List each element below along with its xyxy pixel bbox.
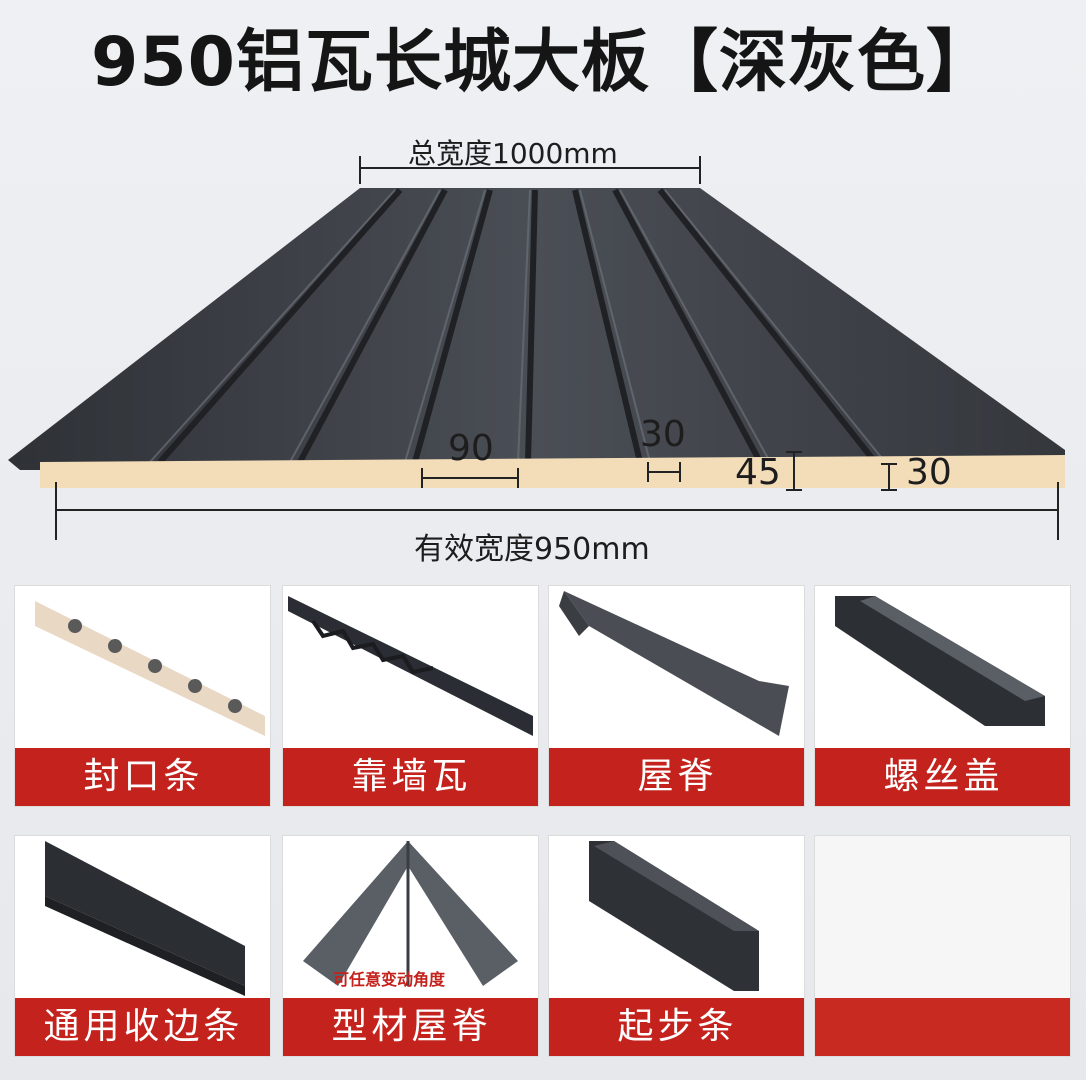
angle-note: 可任意变动角度 (333, 970, 446, 989)
accessory-card-profile-ridge: 可任意变动角度 型材屋脊 (282, 835, 539, 1057)
accessory-card-edge-trim: 通用收边条 (14, 835, 271, 1057)
accessory-card-wall-flashing: 靠墙瓦 (282, 585, 539, 807)
screw-cap-icon (835, 596, 1045, 726)
edge-trim-icon (45, 841, 245, 996)
accessory-card-empty (814, 835, 1071, 1057)
accessory-card-screw-cap: 螺丝盖 (814, 585, 1071, 807)
height-30-label: 30 (906, 452, 952, 493)
accessory-label: 靠墙瓦 (283, 748, 538, 806)
rib-spacing-label: 90 (448, 428, 494, 469)
page-title: 950铝瓦长城大板【深灰色】 (91, 23, 995, 102)
accessory-label: 通用收边条 (15, 998, 270, 1056)
roof-panel-illustration (8, 156, 1065, 540)
height-45-label: 45 (735, 452, 781, 493)
closure-strip-icon (35, 601, 265, 736)
accessory-card-closure-strip: 封口条 (14, 585, 271, 807)
accessory-label (815, 998, 1070, 1056)
accessory-card-starter-strip: 起步条 (548, 835, 805, 1057)
rib-top-label: 30 (640, 414, 686, 455)
starter-strip-icon (589, 841, 759, 991)
profile-ridge-icon (303, 841, 518, 986)
accessory-label: 螺丝盖 (815, 748, 1070, 806)
accessory-label: 屋脊 (549, 748, 804, 806)
accessory-label: 起步条 (549, 998, 804, 1056)
wall-flashing-icon (288, 596, 533, 736)
accessory-label: 封口条 (15, 748, 270, 806)
ridge-cap-icon (559, 591, 789, 736)
effective-width-label: 有效宽度950mm (414, 532, 650, 567)
accessory-grid: 封口条 靠墙瓦 屋脊 螺丝盖 通用收边条 可任意变 (14, 585, 1074, 1070)
total-width-label: 总宽度1000mm (408, 137, 618, 170)
accessory-label: 型材屋脊 (283, 998, 538, 1056)
accessory-card-ridge-cap: 屋脊 (548, 585, 805, 807)
